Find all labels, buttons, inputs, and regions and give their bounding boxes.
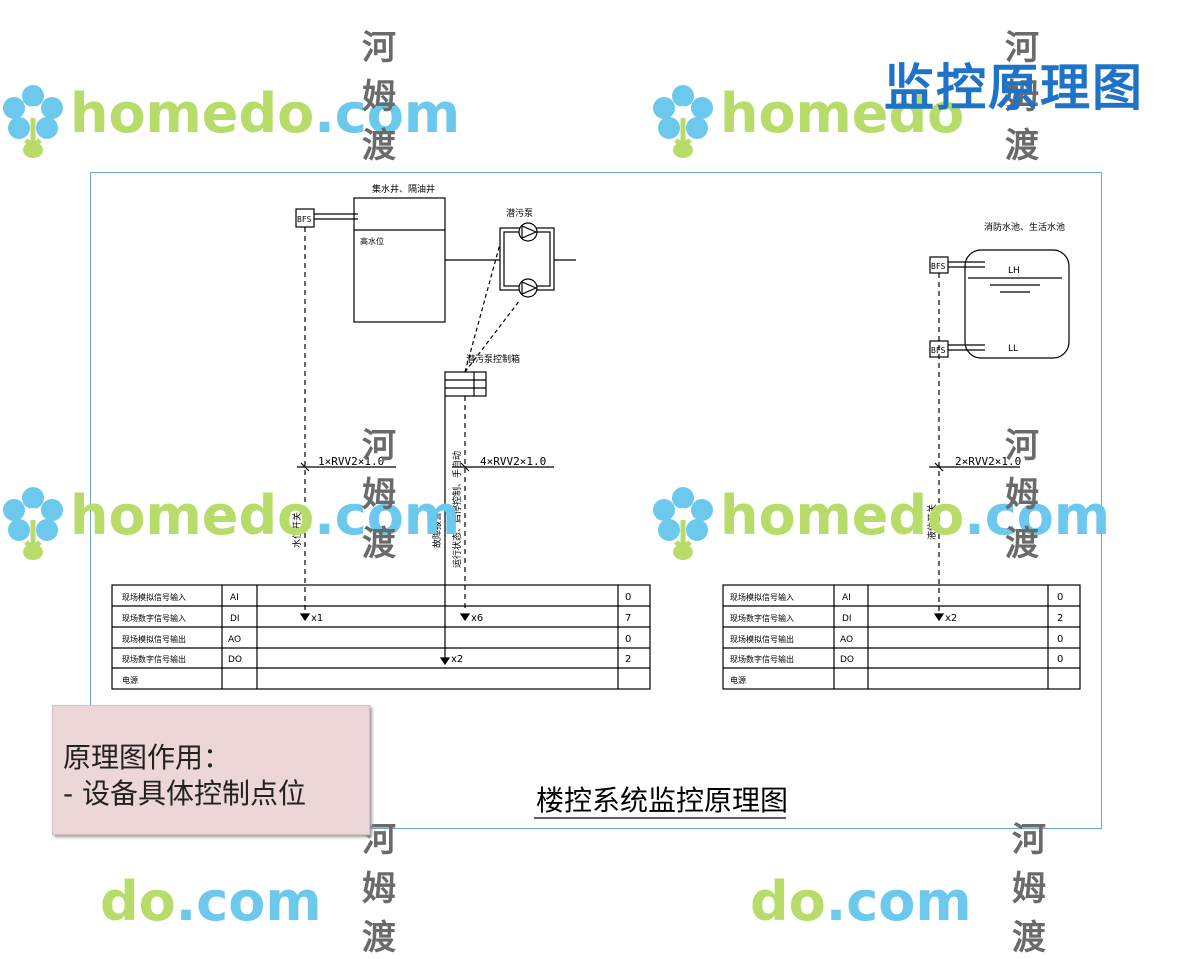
table-cell: DO xyxy=(228,655,242,665)
table-cell: AO xyxy=(840,635,853,645)
table-cell: 2 xyxy=(1057,613,1063,624)
high-level-label: 高水位 xyxy=(360,236,384,246)
table-cell: 2 xyxy=(625,654,631,665)
lh-label: LH xyxy=(1008,266,1020,276)
bfs-label: BFS xyxy=(931,346,946,355)
control-box xyxy=(444,371,487,397)
point-mark: x2 xyxy=(945,613,957,624)
signal-label: 运行状态、启停控制、手自动 xyxy=(451,451,463,568)
diagram-caption: 楼控系统监控原理图 xyxy=(536,784,788,817)
note-line: 原理图作用： xyxy=(63,741,232,774)
table-cell: 现场模拟信号输入 xyxy=(122,592,186,602)
flower-logo-icon xyxy=(653,85,713,158)
signal-label: 液位开关 xyxy=(926,504,938,540)
control-box-label: 潜污泵控制箱 xyxy=(466,353,520,365)
ll-label: LL xyxy=(1008,344,1018,354)
point-mark: x2 xyxy=(451,654,463,665)
table-cell: DI xyxy=(230,614,240,624)
tank-label: 消防水池、生活水池 xyxy=(984,221,1065,233)
pump-label: 潜污泵 xyxy=(506,207,533,219)
table-cell: 现场模拟信号输出 xyxy=(730,634,794,644)
table-cell: 电源 xyxy=(122,675,138,685)
table-cell: 0 xyxy=(1057,634,1063,645)
table-cell: DI xyxy=(842,614,852,624)
table-cell: 0 xyxy=(1057,654,1063,665)
table-cell: AO xyxy=(228,635,241,645)
schematic-diagram: 集水井、隔油井 高水位 潜污泵 潜污泵控制箱 BFS 1×RVV2×1.0 4×… xyxy=(111,183,1081,819)
note-box: 原理图作用： - 设备具体控制点位 xyxy=(52,705,370,835)
table-cell: 0 xyxy=(625,592,631,603)
table-cell: AI xyxy=(230,593,239,603)
flower-logo-icon xyxy=(653,487,713,560)
cable-label: 4×RVV2×1.0 xyxy=(480,455,546,468)
table-cell: 7 xyxy=(625,613,631,624)
flower-logo-icon xyxy=(3,487,63,560)
signal-label: 水位开关 xyxy=(291,512,303,548)
table-cell: 现场数字信号输入 xyxy=(122,613,186,623)
table-cell: 现场数字信号输出 xyxy=(730,654,794,664)
point-mark: x1 xyxy=(311,613,323,624)
note-line: - 设备具体控制点位 xyxy=(63,777,307,810)
table-cell: 电源 xyxy=(730,675,746,685)
bfs-label: BFS xyxy=(931,262,946,271)
table-cell: 现场模拟信号输出 xyxy=(122,634,186,644)
table-cell: 0 xyxy=(1057,592,1063,603)
table-cell: 现场数字信号输出 xyxy=(122,654,186,664)
cable-label: 1×RVV2×1.0 xyxy=(318,455,384,468)
table-cell: AI xyxy=(842,593,851,603)
diagram-frame xyxy=(90,172,1102,829)
flower-logo-icon xyxy=(3,85,63,158)
signal-label: 故障报警 xyxy=(431,512,443,548)
table-cell: 0 xyxy=(625,634,631,645)
table-cell: 现场数字信号输入 xyxy=(730,613,794,623)
table-cell: DO xyxy=(840,655,854,665)
tank-label: 集水井、隔油井 xyxy=(372,183,435,195)
water-tank xyxy=(964,249,1070,359)
sump-tank xyxy=(353,197,446,323)
point-mark: x6 xyxy=(471,613,483,624)
table-cell: 现场模拟信号输入 xyxy=(730,592,794,602)
bfs-label: BFS xyxy=(297,215,312,224)
slide-title: 监控原理图 xyxy=(884,59,1144,117)
cable-label: 2×RVV2×1.0 xyxy=(955,455,1021,468)
